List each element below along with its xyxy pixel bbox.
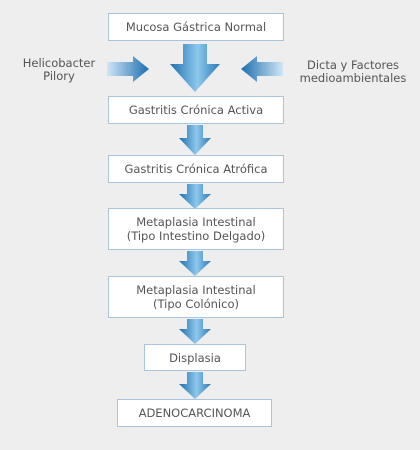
stage-label: ADENOCARCINOMA xyxy=(138,406,251,420)
stage-box-intestinal-metaplasia-colonic: Metaplasia Intestinal (Tipo Colónico) xyxy=(108,276,284,318)
right-factor-label: Dicta y Factores medioambientales xyxy=(290,59,416,85)
stage-box-normal-mucosa: Mucosa Gástrica Normal xyxy=(108,13,284,41)
right-pointing-arrow-icon xyxy=(107,56,149,82)
stage-label-line-2: (Tipo Intestino Delgado) xyxy=(126,229,266,243)
right-factor-line-2: medioambientales xyxy=(299,71,407,85)
down-arrow-icon xyxy=(179,319,211,344)
left-factor-line-1: Helicobacter xyxy=(22,56,96,70)
stage-box-adenocarcinoma: ADENOCARCINOMA xyxy=(117,399,272,427)
down-arrow-icon xyxy=(179,372,211,399)
stage-label-line-1: Metaplasia Intestinal xyxy=(136,283,256,297)
big-down-arrow-icon xyxy=(170,44,220,92)
right-factor-line-1: Dicta y Factores xyxy=(306,58,400,72)
stage-box-active-gastritis: Gastritis Crónica Activa xyxy=(108,96,284,124)
stage-label-line-2: (Tipo Colónico) xyxy=(153,297,239,311)
stage-box-intestinal-metaplasia-small: Metaplasia Intestinal (Tipo Intestino De… xyxy=(108,208,284,250)
stage-box-dysplasia: Displasia xyxy=(144,344,246,371)
stage-label: Gastritis Crónica Atrófica xyxy=(124,162,268,176)
stage-label-line-1: Metaplasia Intestinal xyxy=(136,215,256,229)
down-arrow-icon xyxy=(179,251,211,276)
left-pointing-arrow-icon xyxy=(241,56,283,82)
left-factor-label: Helicobacter Pilory xyxy=(14,57,104,83)
stage-label: Mucosa Gástrica Normal xyxy=(125,20,267,34)
left-factor-line-2: Pilory xyxy=(43,69,75,83)
down-arrow-icon xyxy=(179,125,211,155)
down-arrow-icon xyxy=(179,184,211,209)
stage-label: Gastritis Crónica Activa xyxy=(128,103,264,117)
stage-box-atrophic-gastritis: Gastritis Crónica Atrófica xyxy=(108,155,284,183)
stage-label: Displasia xyxy=(169,350,221,365)
